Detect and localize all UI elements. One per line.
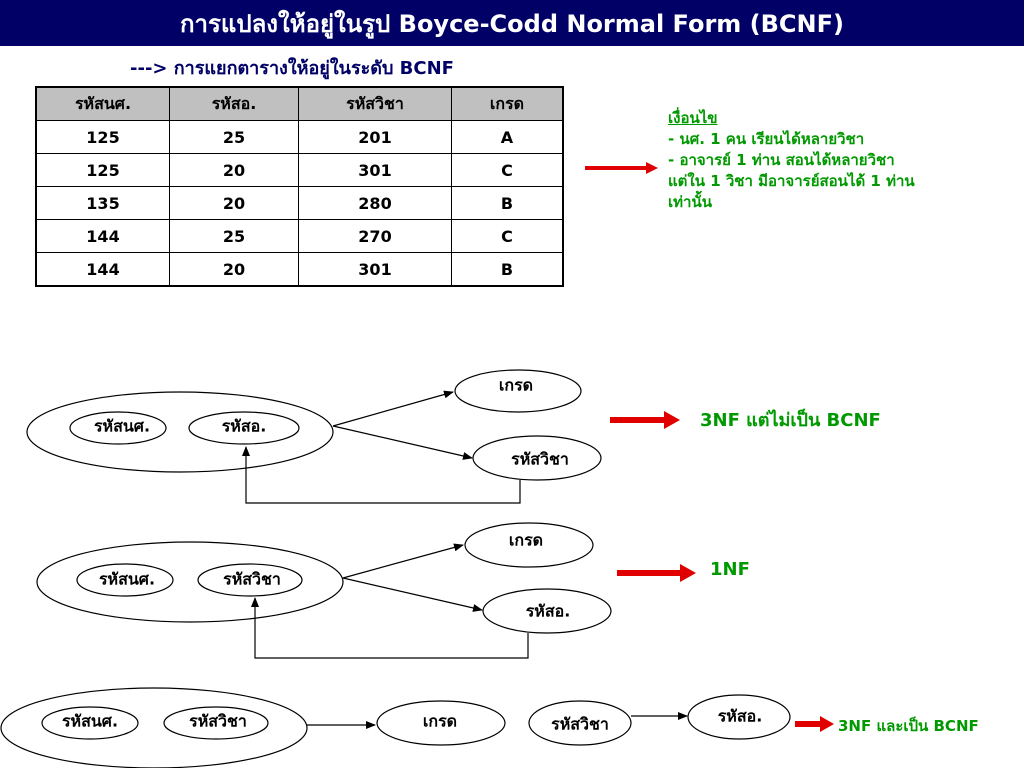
attribute-ellipse — [687, 694, 791, 740]
red-arrow-icon — [795, 716, 834, 732]
table-cell: 270 — [298, 219, 452, 253]
table-cell: 144 — [35, 252, 170, 287]
diagram-1-shapes — [26, 369, 602, 504]
attribute-teacher-id: รหัสอ. — [221, 416, 267, 436]
key-ellipse — [69, 411, 167, 445]
table-cell: 125 — [35, 153, 170, 187]
attribute-ellipse — [472, 435, 602, 481]
table-row: 125 20 301 C — [35, 153, 564, 187]
enrollment-table: รหัสนศ. รหัสอ. รหัสวิชา เกรด 125 25 201 … — [35, 86, 564, 287]
condition-line: - นศ. 1 คน เรียนได้หลายวิชา — [668, 130, 865, 148]
table-cell: B — [451, 186, 564, 220]
composite-key-ellipse — [26, 391, 334, 473]
red-arrow-icon — [585, 162, 658, 174]
table-cell: 25 — [169, 120, 299, 154]
table-header-row: รหัสนศ. รหัสอ. รหัสวิชา เกรด — [35, 86, 564, 121]
table-cell: A — [451, 120, 564, 154]
key-ellipse — [197, 563, 303, 597]
table-row: 135 20 280 B — [35, 186, 564, 220]
key-ellipse — [41, 706, 139, 740]
table-cell: 201 — [298, 120, 452, 154]
composite-key-ellipse — [0, 687, 308, 768]
table-cell: C — [451, 219, 564, 253]
diagram-3-shapes — [0, 687, 791, 768]
attribute-student-id: รหัสนศ. — [61, 711, 119, 731]
attribute-student-id: รหัสนศ. — [98, 569, 156, 589]
conditions-heading: เงื่อนไข — [668, 109, 718, 127]
attribute-course-id: รหัสวิชา — [511, 449, 569, 469]
attribute-ellipse — [376, 700, 506, 746]
attribute-ellipse — [482, 588, 612, 634]
table-cell: C — [451, 153, 564, 187]
column-header-course-id: รหัสวิชา — [298, 86, 452, 121]
key-ellipse — [163, 706, 269, 740]
table-row: 144 25 270 C — [35, 219, 564, 253]
table-row: 125 25 201 A — [35, 120, 564, 154]
attribute-ellipse — [454, 369, 582, 413]
table-cell: 144 — [35, 219, 170, 253]
red-arrow-icon — [610, 411, 680, 429]
attribute-course-id: รหัสวิชา — [551, 714, 609, 734]
attribute-student-id: รหัสนศ. — [93, 416, 151, 436]
diagram-2-result: 1NF — [710, 559, 750, 580]
composite-key-ellipse — [36, 541, 344, 623]
table-cell: 25 — [169, 219, 299, 253]
diagram-2-shapes — [36, 522, 612, 659]
slide-subtitle: ---> การแยกตารางให้อยู่ในระดับ BCNF — [130, 58, 454, 79]
table-cell: B — [451, 252, 564, 287]
attribute-grade: เกรด — [422, 711, 458, 731]
table-cell: 301 — [298, 252, 452, 287]
table-cell: 20 — [169, 186, 299, 220]
slide-title: การแปลงให้อยู่ในรูป Boyce-Codd Normal Fo… — [0, 0, 1024, 46]
attribute-course-id: รหัสวิชา — [223, 569, 281, 589]
attribute-course-id: รหัสวิชา — [189, 711, 247, 731]
table-row: 144 20 301 B — [35, 252, 564, 287]
conditions-note: เงื่อนไข - นศ. 1 คน เรียนได้หลายวิชา - อ… — [668, 108, 915, 213]
attribute-teacher-id: รหัสอ. — [717, 706, 763, 726]
attribute-grade: เกรด — [498, 375, 534, 395]
table-cell: 135 — [35, 186, 170, 220]
red-arrow-icon — [617, 564, 696, 582]
condition-line: แต่ใน 1 วิชา มีอาจารย์สอนได้ 1 ท่าน — [668, 172, 915, 190]
column-header-grade: เกรด — [451, 86, 564, 121]
attribute-ellipse — [464, 522, 594, 568]
diagram-3-result: 3NF และเป็น BCNF — [838, 717, 979, 735]
table-cell: 20 — [169, 252, 299, 287]
condition-line: - อาจารย์ 1 ท่าน สอนได้หลายวิชา — [668, 151, 895, 169]
attribute-teacher-id: รหัสอ. — [525, 601, 571, 621]
attribute-grade: เกรด — [508, 530, 544, 550]
key-ellipse — [188, 411, 300, 445]
key-ellipse — [76, 563, 174, 597]
table-cell: 20 — [169, 153, 299, 187]
condition-line: เท่านั้น — [668, 193, 712, 211]
diagram-1-result: 3NF แต่ไม่เป็น BCNF — [700, 410, 881, 431]
attribute-ellipse — [528, 700, 632, 746]
